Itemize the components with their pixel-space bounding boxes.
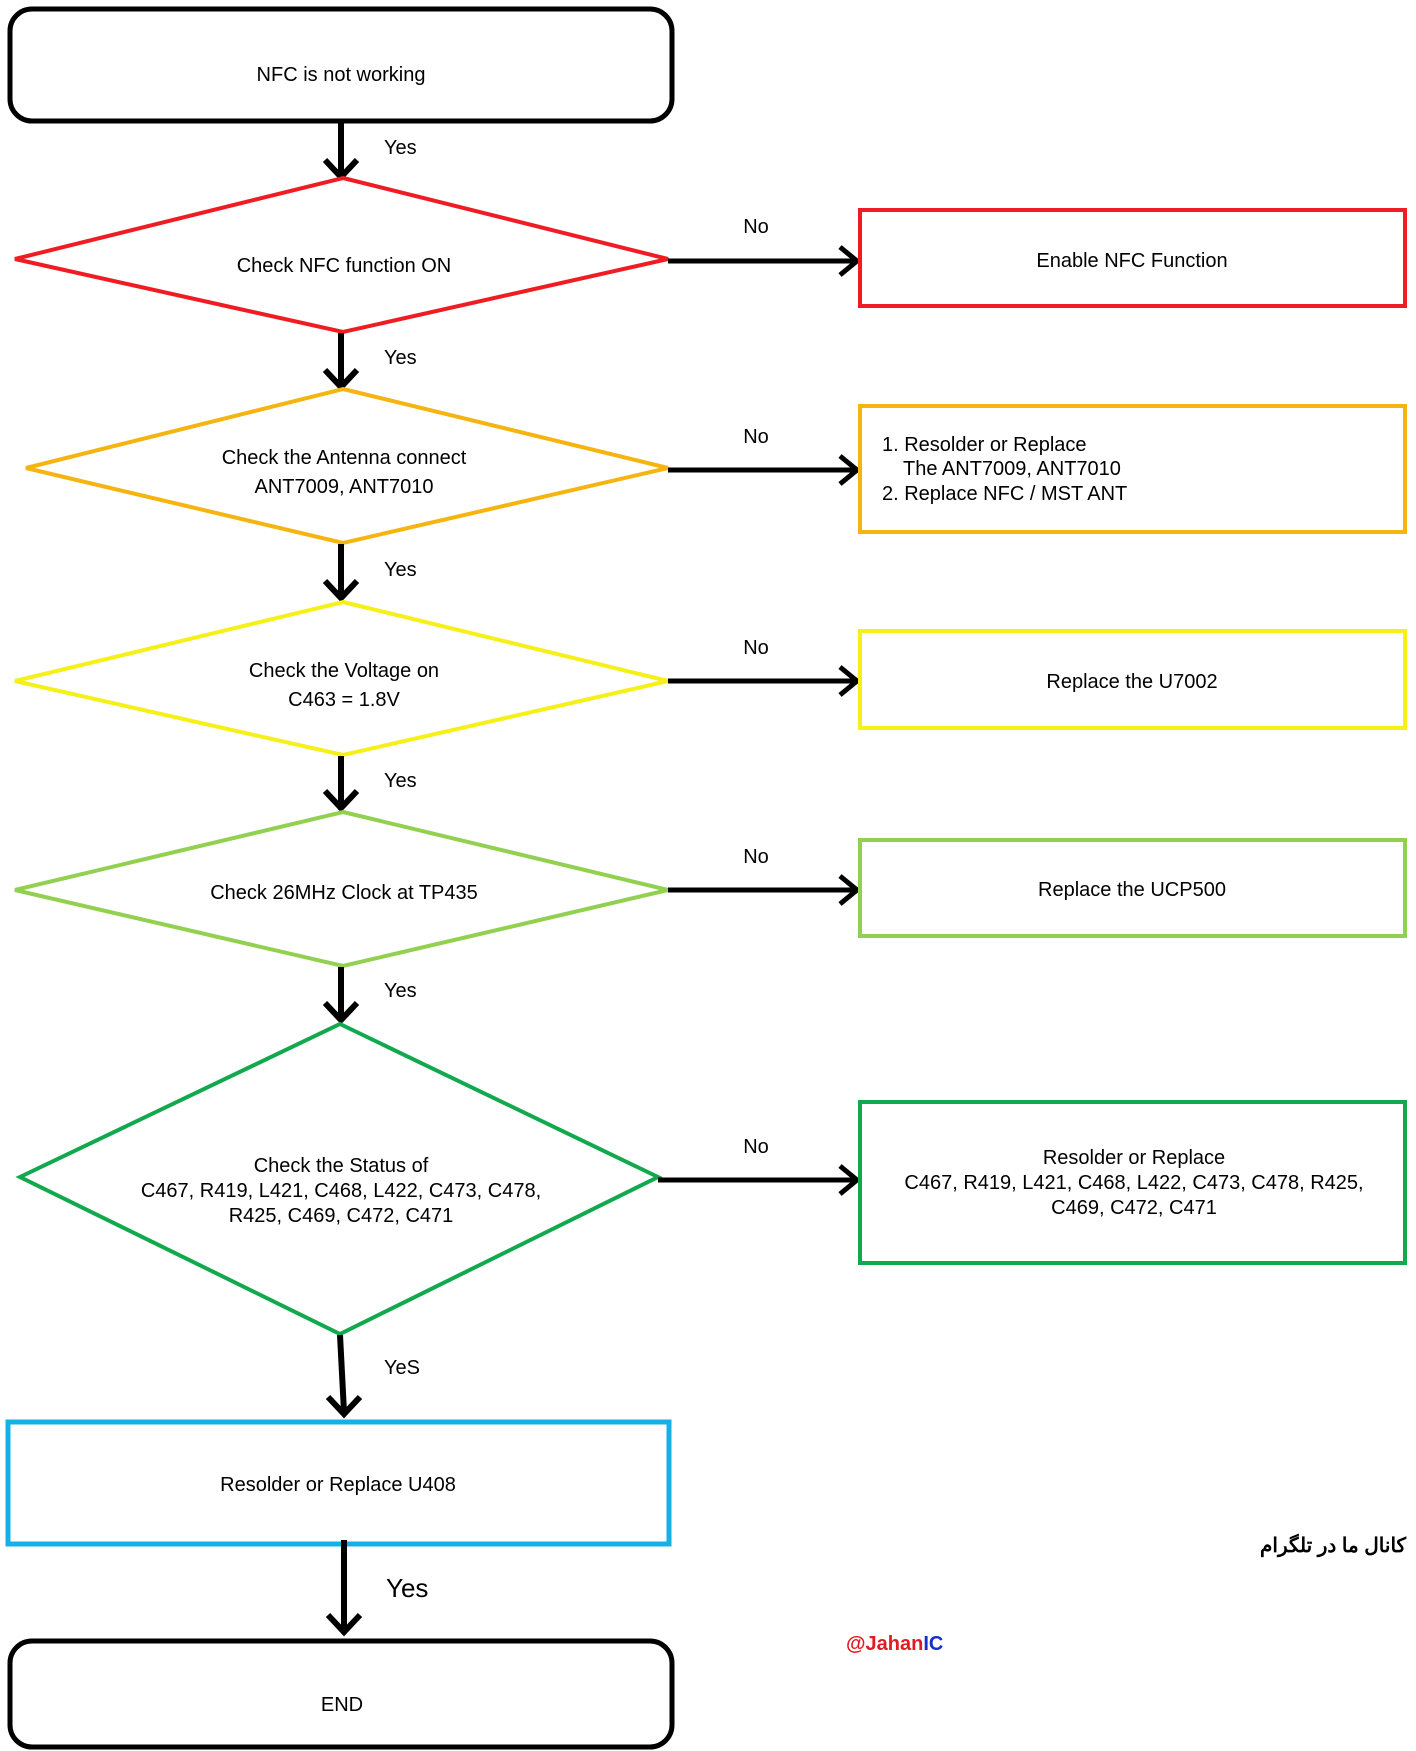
yes-label-5: YeS bbox=[384, 1357, 420, 1379]
yes-label-0: Yes bbox=[384, 137, 417, 159]
final-action-label: Resolder or Replace U408 bbox=[220, 1474, 456, 1496]
decision-4-diamond bbox=[14, 809, 669, 969]
start-terminal bbox=[7, 6, 675, 124]
action-4-line-1: Replace the UCP500 bbox=[1038, 879, 1226, 901]
arrowhead-yes-6 bbox=[325, 1612, 363, 1637]
arrowhead-yes-5 bbox=[325, 1394, 363, 1419]
arrowhead-no-5 bbox=[838, 1164, 861, 1196]
watermark-persian-text: کانال ما در تلگرام bbox=[1260, 1533, 1407, 1558]
decision-3-diamond bbox=[14, 599, 669, 758]
watermark-handle-at: @ bbox=[846, 1633, 866, 1655]
no-label-3: No bbox=[743, 637, 769, 659]
end-label: END bbox=[321, 1694, 363, 1716]
action-5-box bbox=[858, 1100, 1407, 1265]
arrowhead-no-2 bbox=[838, 454, 861, 486]
yes-label-2: Yes bbox=[384, 559, 417, 581]
action-2-line-1: 1. Resolder or Replace bbox=[882, 434, 1087, 456]
arrowhead-no-3 bbox=[838, 665, 861, 697]
arrowhead-yes-3 bbox=[322, 788, 360, 813]
arrowhead-no-4 bbox=[838, 874, 861, 906]
action-3-line-1: Replace the U7002 bbox=[1046, 671, 1217, 693]
no-label-4: No bbox=[743, 846, 769, 868]
end-terminal bbox=[7, 1638, 675, 1750]
action-5-line-3: C469, C472, C471 bbox=[1051, 1197, 1217, 1219]
arrowhead-no-1 bbox=[838, 245, 861, 277]
action-5-line-2: C467, R419, L421, C468, L422, C473, C478… bbox=[904, 1172, 1363, 1194]
action-5-line-1: Resolder or Replace bbox=[1043, 1147, 1225, 1169]
yes-label-1: Yes bbox=[384, 347, 417, 369]
yes-label-3: Yes bbox=[384, 770, 417, 792]
no-label-2: No bbox=[743, 426, 769, 448]
start-label: NFC is not working bbox=[257, 64, 426, 86]
watermark-handle-main: Jahan bbox=[866, 1633, 924, 1655]
decision-2-line-2: ANT7009, ANT7010 bbox=[255, 476, 434, 498]
yes-label-6: Yes bbox=[386, 1573, 428, 1603]
final-action-box bbox=[5, 1419, 672, 1547]
action-2-line-2: The ANT7009, ANT7010 bbox=[903, 458, 1121, 480]
decision-5-diamond bbox=[15, 1021, 663, 1337]
decision-2-line-1: Check the Antenna connect bbox=[222, 447, 467, 469]
watermark-handle-ic: IC bbox=[923, 1633, 943, 1655]
arrowhead-yes-1 bbox=[322, 367, 360, 392]
action-1-box bbox=[858, 208, 1407, 308]
arrowhead-yes-2 bbox=[322, 578, 360, 603]
arrowhead-yes-4 bbox=[322, 1000, 360, 1025]
action-2-box bbox=[858, 404, 1407, 534]
action-3-box bbox=[858, 629, 1407, 730]
decision-3-line-2: C463 = 1.8V bbox=[288, 689, 400, 711]
decision-5-line-2: C467, R419, L421, C468, L422, C473, C478… bbox=[141, 1180, 541, 1202]
no-label-1: No bbox=[743, 216, 769, 238]
watermark-handle: @JahanIC bbox=[846, 1633, 943, 1655]
decision-2-diamond bbox=[25, 386, 669, 546]
decision-4-line-1: Check 26MHz Clock at TP435 bbox=[210, 882, 478, 904]
action-2-line-3: 2. Replace NFC / MST ANT bbox=[882, 483, 1127, 505]
action-4-box bbox=[858, 838, 1407, 938]
decision-5-line-1: Check the Status of bbox=[254, 1155, 429, 1177]
arrow-yes-5 bbox=[337, 1334, 347, 1413]
decision-1-diamond bbox=[14, 175, 669, 335]
no-label-5: No bbox=[743, 1136, 769, 1158]
decision-1-line-1: Check NFC function ON bbox=[237, 255, 452, 277]
decision-3-line-1: Check the Voltage on bbox=[249, 660, 439, 682]
action-1-line-1: Enable NFC Function bbox=[1036, 250, 1227, 272]
decision-5-line-3: R425, C469, C472, C471 bbox=[229, 1205, 454, 1227]
yes-label-4: Yes bbox=[384, 980, 417, 1002]
